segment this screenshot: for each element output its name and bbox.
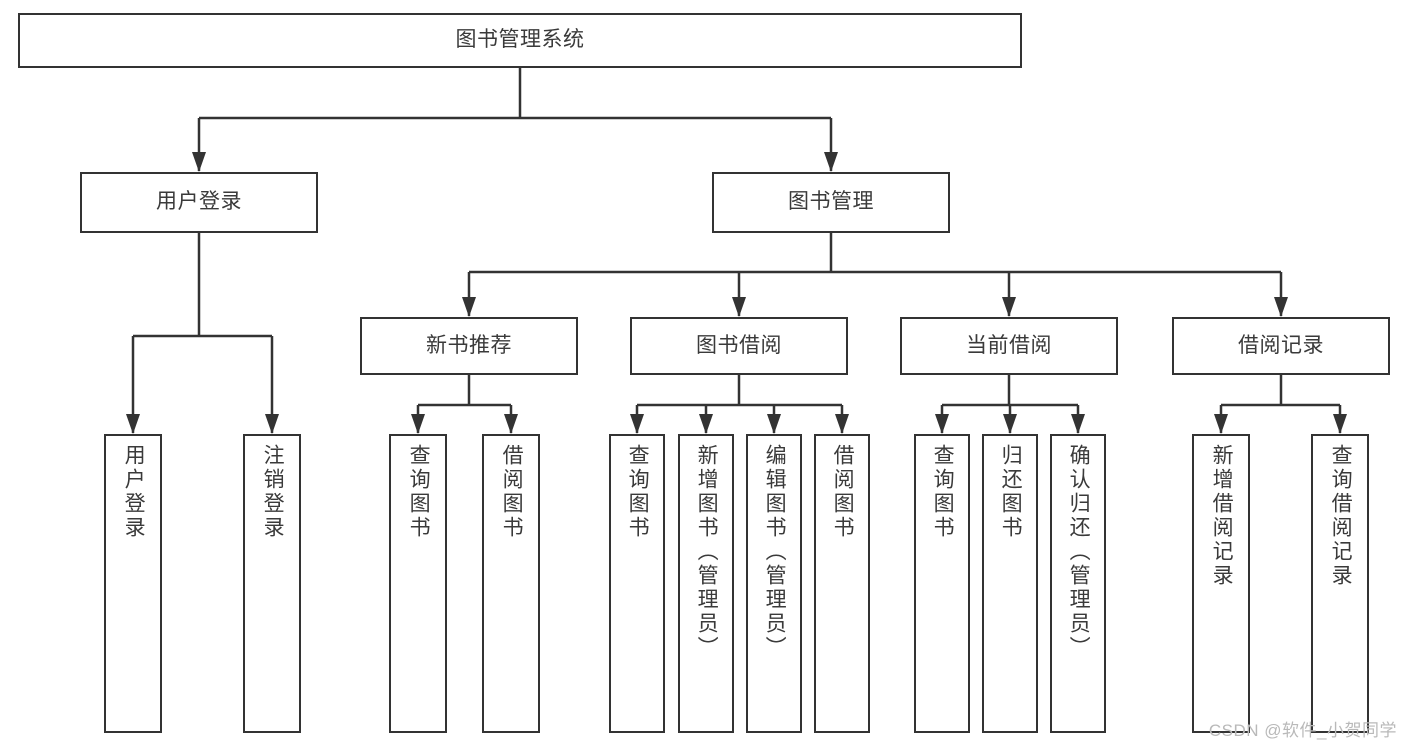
arrow-head-icon-leaf-user-login — [126, 414, 140, 434]
arrow-head-icon-leaf-query-book-3 — [935, 414, 949, 434]
node-leaf-edit-book[interactable]: 编辑图书（管理员） — [746, 434, 802, 733]
arrow-head-icon-current-borrow — [1002, 297, 1016, 317]
node-leaf-query-book-3[interactable]: 查询图书 — [914, 434, 970, 733]
node-user-login[interactable]: 用户登录 — [80, 172, 318, 233]
arrow-head-icon-leaf-query-book-2 — [630, 414, 644, 434]
node-leaf-return-book[interactable]: 归还图书 — [982, 434, 1038, 733]
node-label-leaf-user-login: 用户登录 — [122, 444, 146, 540]
node-label-leaf-query-book-2: 查询图书 — [626, 444, 650, 540]
node-label-leaf-add-book: 新增图书（管理员） — [695, 444, 719, 660]
node-label-current-borrow: 当前借阅 — [966, 333, 1052, 357]
node-label-leaf-query-book-3: 查询图书 — [931, 444, 955, 540]
node-label-leaf-query-book-1: 查询图书 — [407, 444, 431, 540]
node-leaf-query-borrow-record[interactable]: 查询借阅记录 — [1311, 434, 1369, 733]
node-label-user-login: 用户登录 — [156, 190, 242, 214]
node-label-new-book-recommend: 新书推荐 — [426, 333, 512, 357]
node-label-leaf-query-borrow-record: 查询借阅记录 — [1329, 444, 1353, 588]
node-label-leaf-borrow-book-2: 借阅图书 — [831, 444, 855, 540]
arrow-head-icon-user-login — [192, 152, 206, 172]
node-leaf-logout[interactable]: 注销登录 — [243, 434, 301, 733]
node-label-book-manage: 图书管理 — [788, 190, 874, 214]
arrow-head-icon-leaf-query-book-1 — [411, 414, 425, 434]
arrow-head-icon-book-borrow — [732, 297, 746, 317]
node-label-leaf-return-book: 归还图书 — [999, 444, 1023, 540]
node-label-root: 图书管理系统 — [455, 28, 585, 52]
watermark-text: CSDN @软件_小贺同学 — [1208, 721, 1397, 740]
arrow-head-icon-leaf-query-borrow-record — [1333, 414, 1347, 434]
node-leaf-query-book-1[interactable]: 查询图书 — [389, 434, 447, 733]
node-label-leaf-confirm-return: 确认归还（管理员） — [1067, 444, 1091, 660]
node-new-book-recommend[interactable]: 新书推荐 — [360, 317, 578, 375]
node-label-leaf-add-borrow-record: 新增借阅记录 — [1210, 444, 1234, 588]
node-leaf-add-book[interactable]: 新增图书（管理员） — [678, 434, 734, 733]
node-leaf-borrow-book-2[interactable]: 借阅图书 — [814, 434, 870, 733]
arrow-head-icon-leaf-logout — [265, 414, 279, 434]
node-leaf-query-book-2[interactable]: 查询图书 — [609, 434, 665, 733]
node-leaf-add-borrow-record[interactable]: 新增借阅记录 — [1192, 434, 1250, 733]
node-label-leaf-borrow-book-1: 借阅图书 — [500, 444, 524, 540]
arrow-head-icon-borrow-record — [1274, 297, 1288, 317]
node-leaf-user-login[interactable]: 用户登录 — [104, 434, 162, 733]
arrow-head-icon-book-manage — [824, 152, 838, 172]
arrow-head-icon-leaf-add-borrow-record — [1214, 414, 1228, 434]
node-root[interactable]: 图书管理系统 — [18, 13, 1022, 68]
arrow-head-icon-leaf-return-book — [1003, 414, 1017, 434]
node-leaf-borrow-book-1[interactable]: 借阅图书 — [482, 434, 540, 733]
node-label-leaf-logout: 注销登录 — [261, 444, 285, 540]
node-book-manage[interactable]: 图书管理 — [712, 172, 950, 233]
node-leaf-confirm-return[interactable]: 确认归还（管理员） — [1050, 434, 1106, 733]
arrow-head-icon-leaf-edit-book — [767, 414, 781, 434]
arrow-head-icon-leaf-add-book — [699, 414, 713, 434]
arrow-head-icon-leaf-confirm-return — [1071, 414, 1085, 434]
arrow-head-icon-leaf-borrow-book-2 — [835, 414, 849, 434]
node-label-leaf-edit-book: 编辑图书（管理员） — [763, 444, 787, 660]
node-label-book-borrow: 图书借阅 — [696, 333, 782, 357]
node-borrow-record[interactable]: 借阅记录 — [1172, 317, 1390, 375]
node-label-borrow-record: 借阅记录 — [1238, 333, 1324, 357]
arrow-head-icon-new-book-recommend — [462, 297, 476, 317]
arrow-head-icon-leaf-borrow-book-1 — [504, 414, 518, 434]
node-current-borrow[interactable]: 当前借阅 — [900, 317, 1118, 375]
node-book-borrow[interactable]: 图书借阅 — [630, 317, 848, 375]
